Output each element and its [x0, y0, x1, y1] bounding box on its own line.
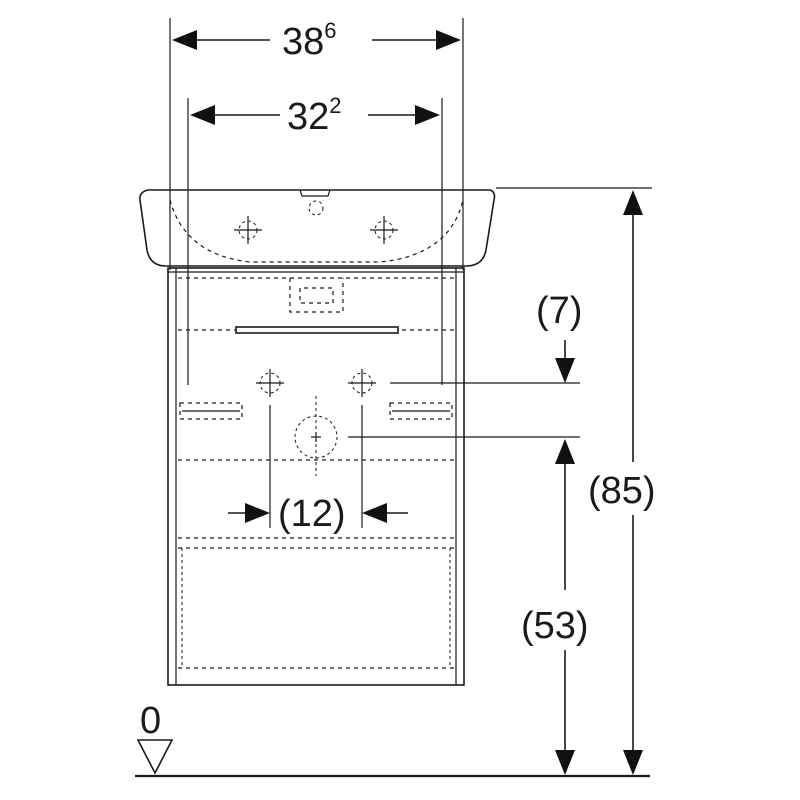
tap-spacing-label: (12) — [278, 493, 346, 535]
overall-width-label: 386 — [282, 18, 337, 63]
inner-width-label: 322 — [287, 93, 342, 138]
tap-hole-right-icon — [370, 216, 398, 244]
drain-connection-icon — [294, 396, 338, 476]
drawer-handle — [235, 326, 399, 334]
drain-offset-label: (7) — [536, 290, 582, 332]
drain-offset-dimension: (7) — [536, 290, 582, 383]
drain-height-dimension: (53) — [521, 439, 589, 775]
drain-height-label: (53) — [521, 605, 589, 647]
wall-bracket-right — [389, 402, 453, 420]
vanity-cabinet — [167, 267, 465, 686]
overall-height-dimension: (85) — [588, 190, 656, 775]
water-connection-left-icon — [256, 369, 284, 397]
tap-hole-left-icon — [234, 216, 262, 244]
wall-bracket-left — [179, 402, 243, 420]
washbasin — [139, 189, 496, 267]
floor-level-label: 0 — [140, 700, 161, 742]
inner-width-dimension: 322 — [187, 93, 443, 385]
tap-spacing-dimension: (12) — [228, 405, 408, 535]
overall-height-label: (85) — [588, 470, 656, 512]
floor-level-marker: 0 — [135, 700, 650, 778]
water-connection-right-icon — [348, 369, 376, 397]
overall-width-dimension: 386 — [169, 18, 464, 270]
